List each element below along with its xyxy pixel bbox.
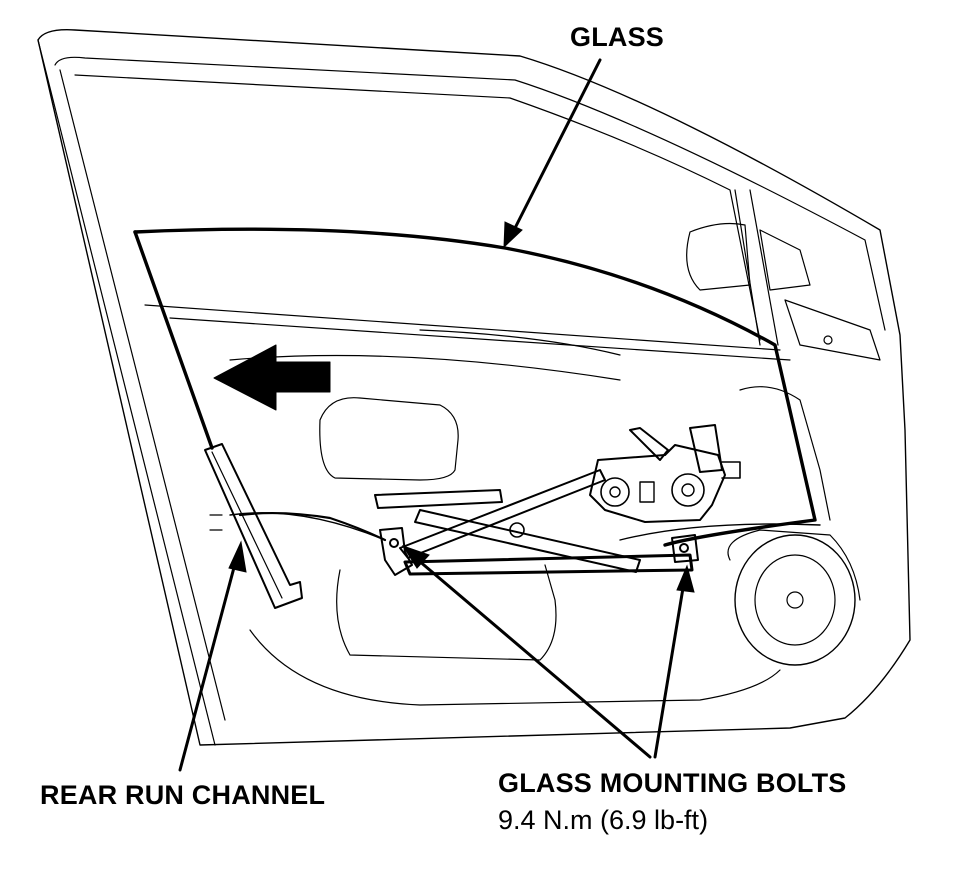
door-frame-left-edge — [37, 39, 226, 746]
rear-mount-bracket — [671, 534, 699, 563]
inner-panel-contour-2 — [739, 386, 831, 521]
mirror-bracket — [784, 299, 881, 361]
regulator-gear-left-hub — [609, 486, 621, 498]
glass-panel-outline — [133, 227, 817, 547]
door-outer-shell — [37, 29, 911, 746]
inner-panel-left-notch — [209, 514, 223, 531]
glass-label: GLASS — [570, 22, 665, 52]
speaker-surround — [727, 529, 861, 601]
regulator-motor-cylinder — [689, 424, 723, 473]
regulator-cable-line — [229, 512, 821, 541]
rear-run-channel-label: REAR RUN CHANNEL — [40, 780, 326, 810]
bolts-leader-line-rear — [653, 580, 686, 759]
removal-direction-arrow — [213, 344, 331, 411]
rear-run-channel — [204, 443, 303, 609]
glass-left-edge — [133, 230, 214, 450]
regulator-motor-slot — [639, 481, 655, 503]
rear-run-channel-inner — [211, 451, 283, 599]
regulator-motor-top — [629, 427, 669, 461]
regulator-lower-rail — [403, 553, 694, 576]
front-mounting-bolt — [389, 538, 399, 548]
glass-mounting-bolts-label: GLASS MOUNTING BOLTS — [498, 768, 847, 798]
bolts-arrowhead-rear — [676, 564, 695, 593]
mirror-bolt-hole — [823, 335, 833, 345]
mirror-mount-outline — [686, 222, 751, 291]
glass-arrowhead — [503, 221, 523, 249]
torque-spec-label: 9.4 N.m (6.9 lb-ft) — [498, 805, 709, 835]
door-window-frame-inner — [74, 74, 761, 341]
speaker-outer — [734, 534, 856, 666]
regulator-gear-right — [671, 473, 705, 507]
glass-leader-line — [511, 58, 602, 234]
speaker-center — [786, 591, 804, 609]
regulator-gear-right-hub — [681, 483, 695, 497]
door-inner-frame — [54, 56, 886, 331]
regulator-arm-2 — [414, 509, 641, 573]
door-belt-line — [144, 304, 791, 361]
inner-panel-opening-upper — [319, 397, 459, 481]
bolts-leader-line-front — [416, 558, 652, 759]
mirror-mount-inner — [759, 229, 811, 291]
regulator-upper-rail — [374, 489, 503, 509]
rear-mounting-bolt — [679, 543, 689, 553]
inner-panel-lower-opening — [336, 564, 557, 661]
regulator-motor-housing — [589, 444, 726, 523]
regulator-motor-connector — [721, 461, 741, 479]
rear-run-channel-arrowhead — [228, 540, 247, 573]
bolts-arrowhead-front — [401, 545, 430, 569]
speaker-inner — [754, 554, 836, 646]
regulator-gear-left — [600, 477, 630, 507]
front-mount-bracket — [379, 527, 413, 576]
regulator-pivot — [509, 522, 525, 538]
inner-panel-lower-curve — [249, 629, 781, 706]
door-b-pillar — [734, 189, 779, 346]
rear-run-channel-leader-line — [178, 558, 238, 772]
